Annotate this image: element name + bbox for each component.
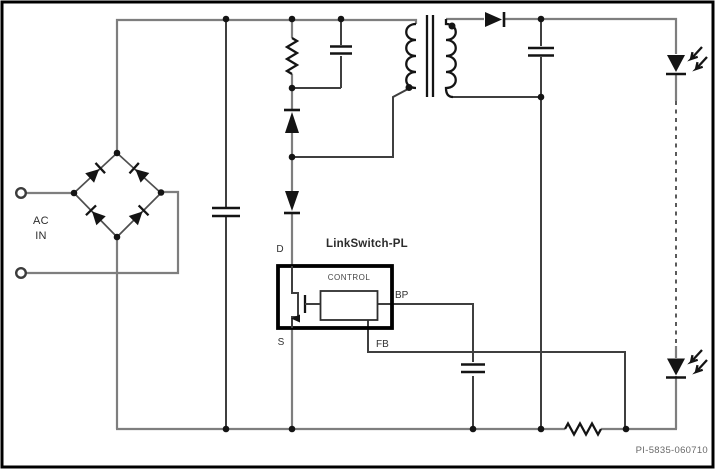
output-diode-icon xyxy=(485,12,506,27)
mosfet-icon xyxy=(291,266,320,328)
transformer-core xyxy=(425,15,435,97)
led-light-arrows-icon xyxy=(687,349,708,375)
clamp-diode-icon xyxy=(284,108,300,133)
led-light-arrows-icon xyxy=(687,46,708,72)
secondary-winding xyxy=(444,19,457,99)
clamp-capacitor-icon xyxy=(330,45,352,55)
control-label: CONTROL xyxy=(327,273,371,282)
ac-input-terminal-icon xyxy=(15,267,28,280)
primary-polarity-dot xyxy=(405,84,413,91)
led-icon xyxy=(666,349,708,379)
output-capacitor-icon xyxy=(528,46,554,57)
pin-label-d: D xyxy=(276,244,284,255)
control-block xyxy=(319,290,379,321)
pin-label-fb: FB xyxy=(376,339,389,350)
bypass-capacitor-icon xyxy=(461,363,485,374)
led-icon xyxy=(666,46,708,76)
secondary-polarity-dot xyxy=(448,22,456,30)
ac-in-label-line2: IN xyxy=(35,230,47,242)
mosfet-source-arrow xyxy=(291,314,300,323)
series-diode-icon xyxy=(284,191,300,215)
ac-input-terminal-icon xyxy=(15,186,28,199)
current-sense-resistor-icon xyxy=(563,421,603,437)
ac-in-label-line1: AC xyxy=(33,215,49,227)
bridge-rectifier-icon xyxy=(72,151,163,239)
ic-title-label: LinkSwitch-PL xyxy=(326,238,408,250)
ac-input-terminals xyxy=(15,186,28,280)
part-code-label: PI-5835-060710 xyxy=(635,445,708,456)
primary-winding xyxy=(405,22,417,90)
primary-rails xyxy=(26,17,678,431)
junction-dots xyxy=(70,15,630,433)
linkswitch-pl-ic-box xyxy=(276,264,394,330)
pin-label-s: S xyxy=(277,337,285,348)
bulk-capacitor-icon xyxy=(212,206,240,218)
secondary-wires xyxy=(225,20,626,429)
pin-label-bp: BP xyxy=(395,290,409,301)
flyback-transformer-icon xyxy=(405,15,457,99)
clamp-resistor-icon xyxy=(284,37,300,75)
